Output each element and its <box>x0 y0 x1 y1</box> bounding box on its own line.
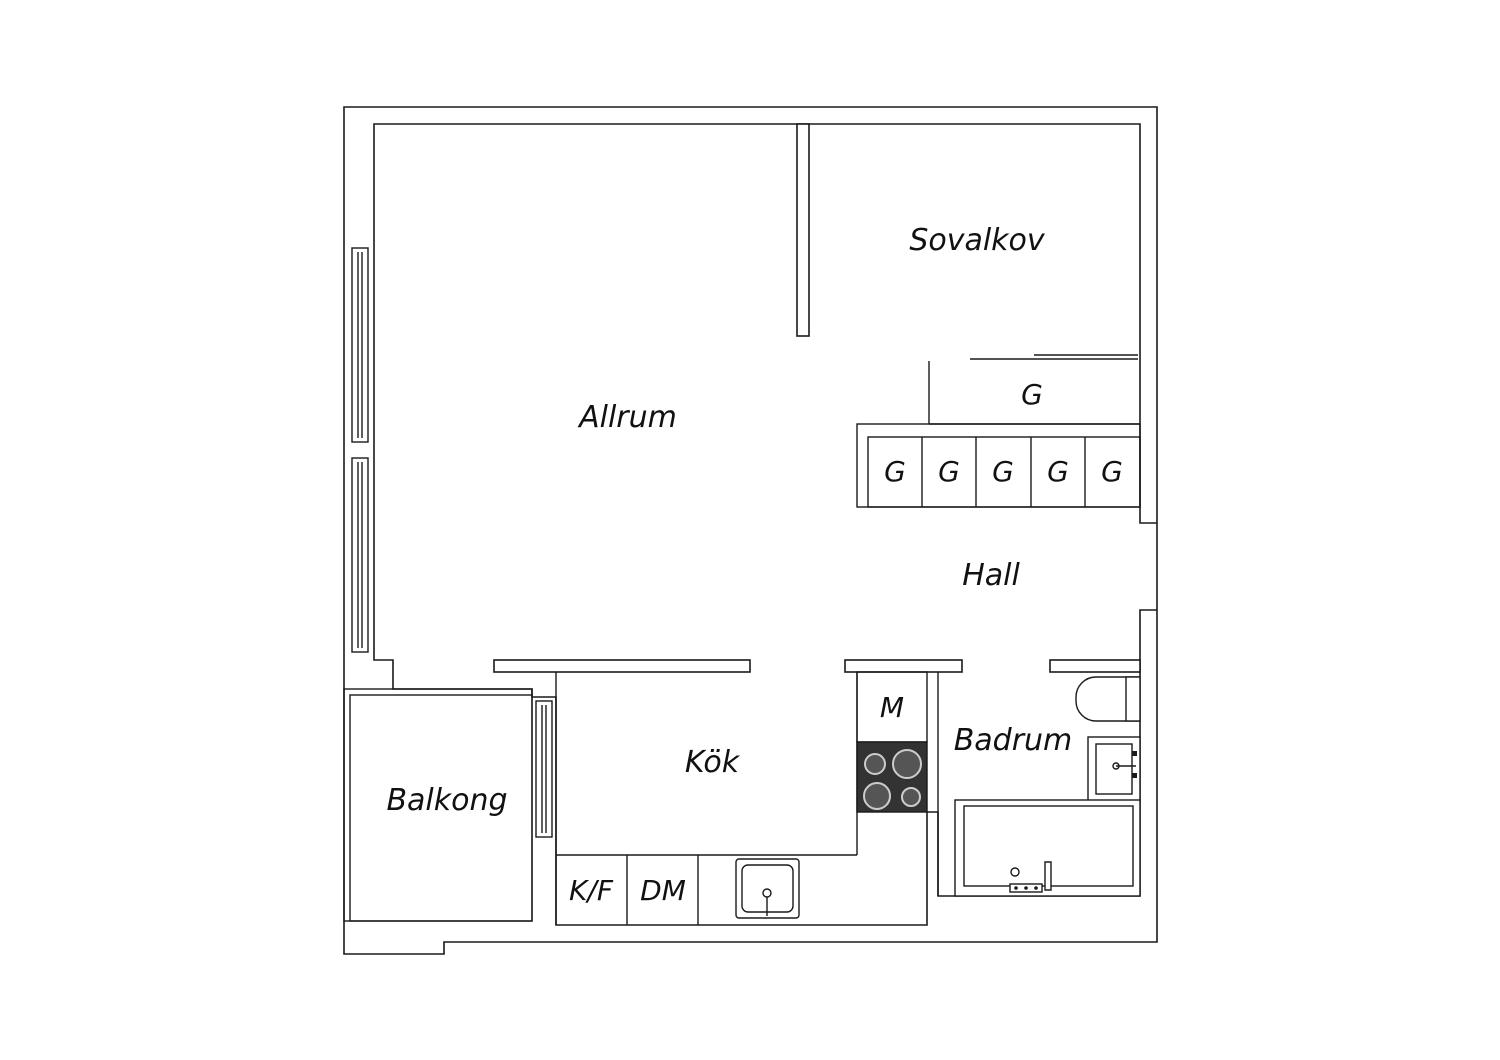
window-left-lower <box>351 457 369 653</box>
wardrobe-label: G <box>938 455 960 488</box>
kitchen-bottom-counter <box>626 855 699 925</box>
bathtub <box>954 799 1141 897</box>
room-label-balkong: Balkong <box>386 783 507 818</box>
room-label-badrum: Badrum <box>954 723 1073 758</box>
wall-kok-top-right <box>844 659 963 673</box>
sliding-door <box>970 354 1138 360</box>
wardrobe-row <box>856 423 1141 508</box>
balcony <box>343 688 533 922</box>
wardrobe-label: G <box>1047 455 1069 488</box>
toilet <box>1075 676 1141 722</box>
wall-allrum-sovalkov <box>796 123 810 337</box>
wardrobe-label: G <box>1101 455 1123 488</box>
room-label-kok: Kök <box>685 745 741 780</box>
window-left-upper <box>351 247 369 443</box>
wall-badrum-top <box>1049 659 1141 673</box>
stove <box>856 741 928 813</box>
microwave-label: M <box>880 691 904 724</box>
room-label-hall: Hall <box>962 558 1020 593</box>
wardrobe-label: G <box>992 455 1014 488</box>
bathroom-sink <box>1087 736 1141 802</box>
fridge-freezer-label: K/F <box>569 874 614 907</box>
balcony-door <box>535 700 553 838</box>
wardrobe-label: G <box>1021 378 1043 411</box>
wardrobe-label: G <box>884 455 906 488</box>
kitchen-sink <box>735 858 800 919</box>
room-label-allrum: Allrum <box>577 400 677 435</box>
wall-kok-top-left <box>493 659 751 673</box>
room-label-sovalkov: Sovalkov <box>909 223 1046 258</box>
dishwasher-label: DM <box>640 874 686 907</box>
